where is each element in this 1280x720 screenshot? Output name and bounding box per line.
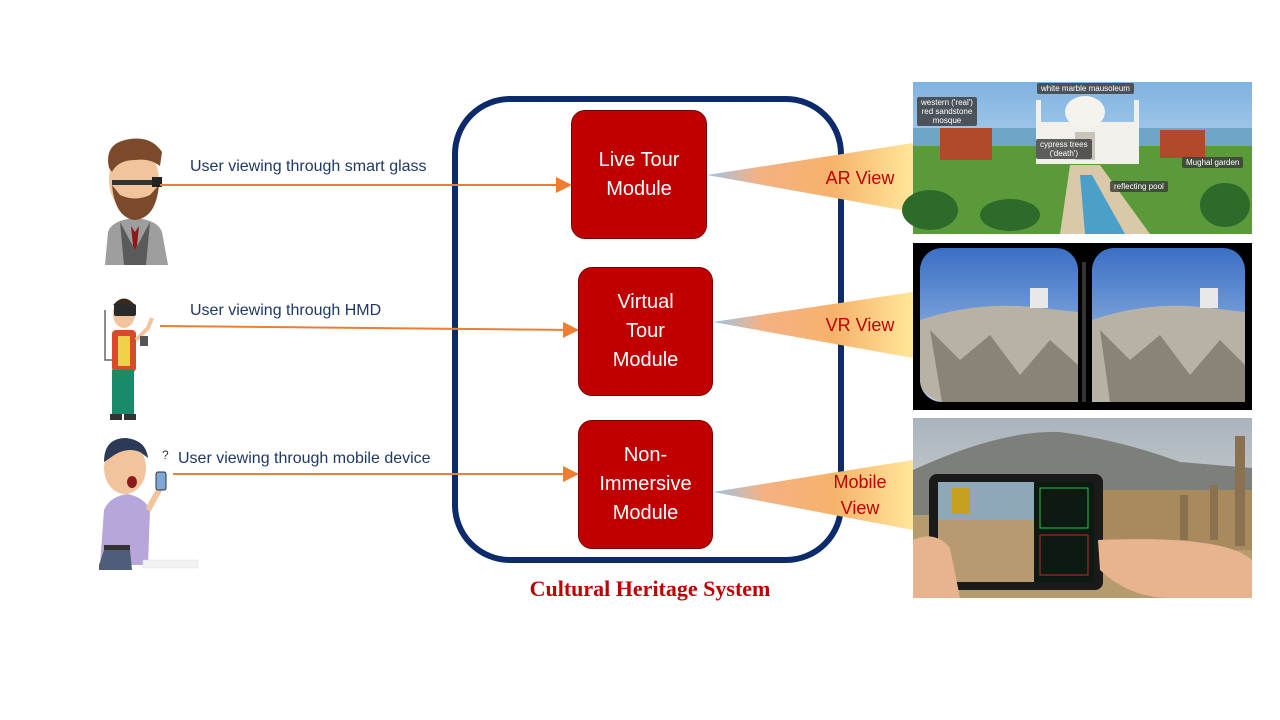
non-immersive-module: Non- Immersive Module	[578, 420, 713, 549]
user-label-smart-glass: User viewing through smart glass	[190, 158, 427, 175]
ar-view-label: AR View	[825, 168, 895, 188]
virtual-tour-module-label: Virtual Tour Module	[612, 291, 679, 371]
mobile-view-label: Mobile View	[833, 472, 887, 518]
vr-view-cone	[713, 292, 913, 358]
user-label-hmd: User viewing through HMD	[190, 302, 382, 319]
mobile-tablet-image	[913, 418, 1252, 598]
ar-view-cone	[707, 143, 913, 212]
system-title: Cultural Heritage System	[529, 576, 771, 601]
bearded-man-smart-glass-icon	[105, 138, 168, 265]
vr-stereo-image	[913, 243, 1252, 410]
ar-annotation-pool: reflecting pool	[1110, 181, 1168, 192]
live-tour-module: Live Tour Module	[571, 110, 707, 239]
live-tour-module-label: Live Tour Module	[598, 148, 680, 200]
vr-view-label: VR View	[825, 315, 895, 335]
arrow-hmd-to-virtual-tour	[159, 321, 579, 338]
man-with-phone-icon	[99, 438, 199, 570]
virtual-tour-module: Virtual Tour Module	[578, 267, 713, 396]
ar-annotation-mosque: western ('real') red sandstone mosque	[917, 97, 977, 126]
non-immersive-module-label: Non- Immersive Module	[599, 444, 692, 524]
user-label-mobile: User viewing through mobile device	[178, 450, 431, 467]
ar-annotation-cypress: cypress trees ('death')	[1036, 139, 1092, 159]
ar-annotation-mausoleum: white marble mausoleum	[1037, 83, 1134, 94]
ar-annotation-garden: Mughal garden	[1182, 157, 1244, 168]
person-hmd-headset-icon	[104, 298, 154, 420]
question-mark-label: ?	[162, 448, 169, 462]
mobile-view-cone	[713, 460, 913, 530]
